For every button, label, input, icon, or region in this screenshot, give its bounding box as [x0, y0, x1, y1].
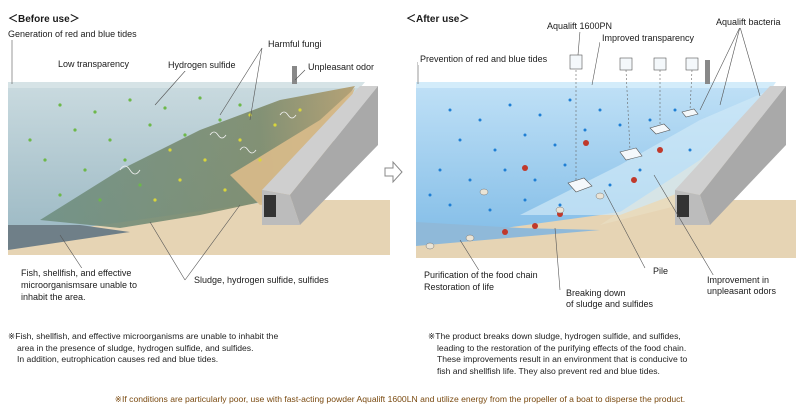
after-lighthouse — [705, 60, 710, 84]
before-note: ※Fish, shellfish, and effective microorg… — [8, 331, 278, 366]
after-heading: ＜After use＞ — [406, 14, 470, 25]
after-note-line4: fish and shellfish life. They also preve… — [437, 365, 660, 376]
label-restoration: Restoration of life — [422, 282, 497, 293]
label-breaking-line2: of sludge and sulfides — [564, 299, 656, 310]
label-fish-line3: inhabit the area. — [19, 292, 88, 303]
label-improvement-line1: Improvement in — [705, 275, 772, 286]
footer-note: ※If conditions are particularly poor, us… — [114, 394, 686, 404]
after-drain — [677, 195, 689, 217]
before-seawall-top — [262, 86, 378, 195]
before-note-line1: ※Fish, shellfish, and effective microorg… — [8, 331, 279, 341]
label-fish-line1: Fish, shellfish, and effective — [19, 268, 134, 279]
label-low-transparency: Low transparency — [56, 59, 132, 70]
after-seabed — [416, 222, 600, 246]
after-bacteria-dots — [428, 98, 692, 212]
before-scene — [8, 40, 390, 281]
label-hydrogen-sulfide: Hydrogen sulfide — [166, 60, 238, 71]
label-sludge-sulfides: Sludge, hydrogen sulfide, sulfides — [192, 275, 331, 286]
before-drain — [264, 195, 276, 217]
label-prevention-tides: Prevention of red and blue tides — [418, 54, 550, 65]
before-heading: ＜Before use＞ — [8, 14, 80, 25]
label-purification: Purification of the food chain — [422, 270, 540, 281]
before-microbe-dots — [28, 96, 242, 202]
label-breaking-line1: Breaking down — [564, 288, 628, 299]
before-water-surface — [8, 82, 365, 88]
after-water-surface — [416, 82, 776, 88]
label-improvement-line2: unpleasant odors — [705, 286, 779, 297]
after-note: ※The product breaks down sludge, hydroge… — [428, 331, 687, 377]
after-seawall-face — [700, 86, 786, 225]
before-leader-lines — [11, 40, 306, 281]
label-generation-tides: Generation of red and blue tides — [6, 29, 139, 40]
after-seawall-top — [675, 86, 786, 195]
label-unpleasant-odor: Unpleasant odor — [306, 62, 377, 73]
before-lighthouse — [292, 66, 297, 84]
after-shells — [425, 188, 605, 250]
after-leader-lines — [417, 26, 761, 291]
before-beach-sand — [230, 88, 355, 205]
after-note-line1: ※The product breaks down sludge, hydroge… — [428, 331, 681, 341]
label-improved-transparency: Improved transparency — [600, 33, 697, 44]
label-fish-line2: microorganismsare unable to — [19, 280, 140, 291]
after-scene — [416, 26, 796, 291]
before-seabed-dark — [8, 225, 130, 250]
label-harmful-fungi: Harmful fungi — [266, 39, 324, 50]
before-note-line2: area in the presence of sludge, hydrogen… — [17, 342, 254, 353]
label-aqualift-1600pn: Aqualift 1600PN — [545, 21, 615, 32]
before-note-line3: In addition, eutrophication causes red a… — [17, 354, 219, 364]
label-aqualift-bacteria: Aqualift bacteria — [714, 17, 783, 28]
before-seawall-face — [290, 86, 378, 225]
before-fungi-squiggles — [119, 111, 297, 175]
after-piles — [575, 69, 693, 180]
panel-transition-arrow — [384, 160, 403, 184]
after-note-line3: These improvements result in an environm… — [437, 354, 688, 364]
after-note-line2: leading to the restoration of the purify… — [437, 342, 687, 353]
label-pile: Pile — [651, 266, 671, 277]
